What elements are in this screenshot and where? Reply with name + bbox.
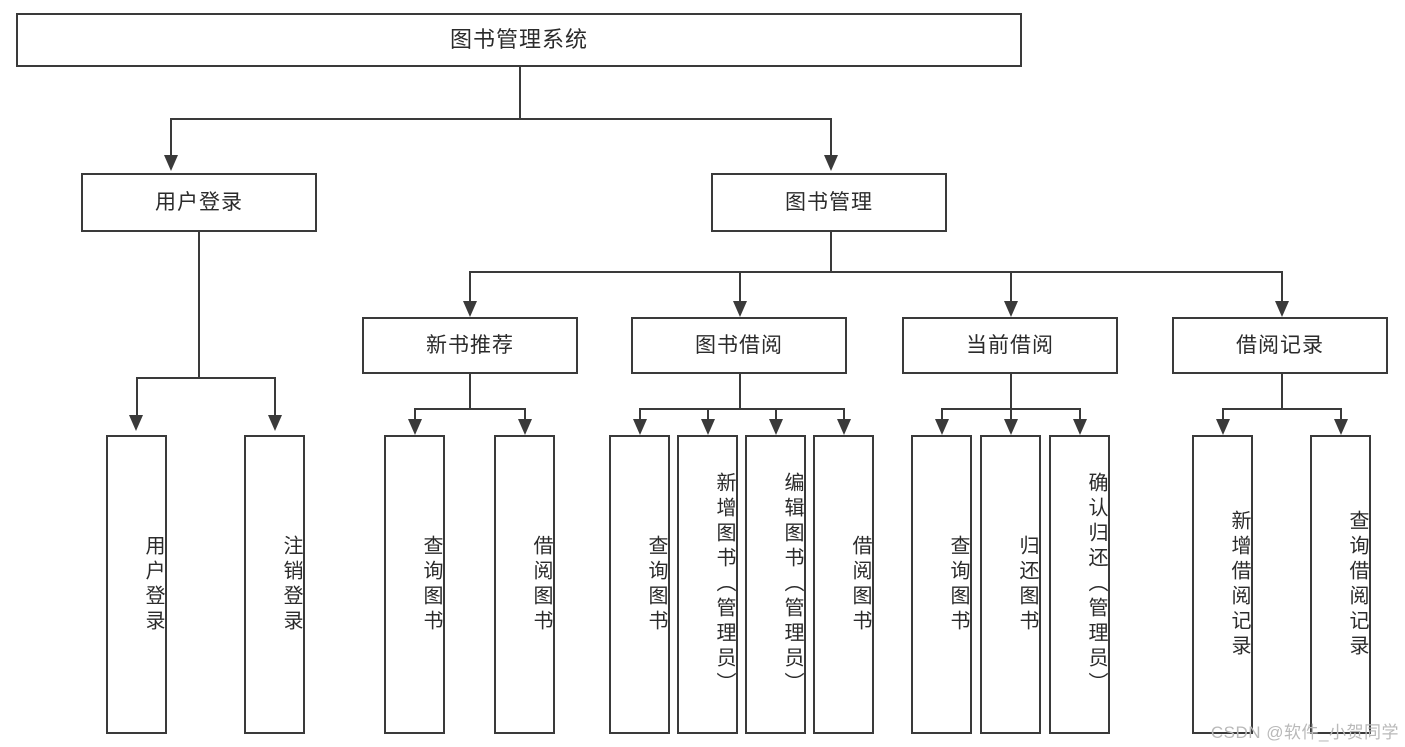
- connector-root-to-user-login: [170, 118, 172, 157]
- arrow-book-borrow-leaf-2: [701, 419, 715, 435]
- arrow-borrow-record-leaf-1: [1216, 419, 1230, 435]
- leaf-book-borrow-edit-book-admin[interactable]: 编辑图书（管理员）: [745, 435, 806, 734]
- leaf-borrow-record-add-record[interactable]: 新增借阅记录: [1192, 435, 1253, 734]
- connector-current-borrow-trunk: [1010, 374, 1012, 408]
- connector-book-management-drop-3: [1010, 271, 1012, 303]
- node-new-book-recommend[interactable]: 新书推荐: [362, 317, 578, 374]
- connector-book-management-drop-2: [739, 271, 741, 303]
- connector-borrow-record-trunk: [1281, 374, 1283, 408]
- leaf-new-book-recommend-query-books[interactable]: 查询图书: [384, 435, 445, 734]
- arrow-new-book-recommend-leaf-1: [408, 419, 422, 435]
- connector-new-book-recommend-drop-1: [414, 408, 416, 422]
- leaf-new-book-recommend-borrow-books[interactable]: 借阅图书: [494, 435, 555, 734]
- connector-user-login-drop-2: [274, 377, 276, 417]
- connector-current-borrow-drop-1: [941, 408, 943, 422]
- connector-current-borrow-drop-3: [1079, 408, 1081, 422]
- leaf-borrow-record-query-record[interactable]: 查询借阅记录: [1310, 435, 1371, 734]
- arrow-book-management-to-borrow-record: [1275, 301, 1289, 317]
- connector-book-borrow-drop-1: [639, 408, 641, 422]
- arrow-book-borrow-leaf-1: [633, 419, 647, 435]
- connector-book-borrow-bus: [639, 408, 845, 410]
- node-borrow-record[interactable]: 借阅记录: [1172, 317, 1388, 374]
- connector-book-management-trunk: [830, 232, 832, 271]
- connector-book-management-drop-4: [1281, 271, 1283, 303]
- arrow-current-borrow-leaf-2: [1004, 419, 1018, 435]
- connector-book-borrow-drop-4: [843, 408, 845, 422]
- node-current-borrow[interactable]: 当前借阅: [902, 317, 1118, 374]
- arrow-user-login-leaf-2: [268, 415, 282, 431]
- connector-book-management-bus: [469, 271, 1281, 273]
- node-root-book-management-system[interactable]: 图书管理系统: [16, 13, 1022, 67]
- node-user-login[interactable]: 用户登录: [81, 173, 317, 232]
- arrow-book-borrow-leaf-4: [837, 419, 851, 435]
- connector-current-borrow-drop-2: [1010, 408, 1012, 422]
- connector-book-borrow-drop-2: [707, 408, 709, 422]
- leaf-book-borrow-query-books[interactable]: 查询图书: [609, 435, 670, 734]
- connector-book-management-drop-1: [469, 271, 471, 303]
- connector-user-login-drop-1: [136, 377, 138, 417]
- connector-borrow-record-drop-2: [1340, 408, 1342, 422]
- connector-book-borrow-trunk: [739, 374, 741, 408]
- leaf-book-borrow-borrow-books[interactable]: 借阅图书: [813, 435, 874, 734]
- leaf-current-borrow-confirm-return-admin[interactable]: 确认归还（管理员）: [1049, 435, 1110, 734]
- leaf-current-borrow-query-books[interactable]: 查询图书: [911, 435, 972, 734]
- arrow-user-login-leaf-1: [129, 415, 143, 431]
- connector-borrow-record-drop-1: [1222, 408, 1224, 422]
- leaf-user-login-logout[interactable]: 注销登录: [244, 435, 305, 734]
- leaf-current-borrow-return-books[interactable]: 归还图书: [980, 435, 1041, 734]
- connector-user-login-trunk: [198, 232, 200, 377]
- connector-book-borrow-drop-3: [775, 408, 777, 422]
- connector-root-trunk: [519, 67, 521, 118]
- node-book-borrow[interactable]: 图书借阅: [631, 317, 847, 374]
- connector-root-to-book-management: [830, 118, 832, 157]
- arrow-root-to-book-management: [824, 155, 838, 171]
- arrow-current-borrow-leaf-1: [935, 419, 949, 435]
- arrow-current-borrow-leaf-3: [1073, 419, 1087, 435]
- connector-user-login-bus: [136, 377, 275, 379]
- connector-root-bus: [170, 118, 831, 120]
- connector-new-book-recommend-trunk: [469, 374, 471, 408]
- connector-borrow-record-bus: [1222, 408, 1341, 410]
- connector-new-book-recommend-drop-2: [524, 408, 526, 422]
- arrow-new-book-recommend-leaf-2: [518, 419, 532, 435]
- arrow-book-management-to-new-book-recommend: [463, 301, 477, 317]
- arrow-book-management-to-book-borrow: [733, 301, 747, 317]
- arrow-book-borrow-leaf-3: [769, 419, 783, 435]
- arrow-root-to-user-login: [164, 155, 178, 171]
- node-book-management[interactable]: 图书管理: [711, 173, 947, 232]
- leaf-user-login-login[interactable]: 用户登录: [106, 435, 167, 734]
- connector-new-book-recommend-bus: [414, 408, 526, 410]
- arrow-book-management-to-current-borrow: [1004, 301, 1018, 317]
- arrow-borrow-record-leaf-2: [1334, 419, 1348, 435]
- leaf-book-borrow-add-book-admin[interactable]: 新增图书（管理员）: [677, 435, 738, 734]
